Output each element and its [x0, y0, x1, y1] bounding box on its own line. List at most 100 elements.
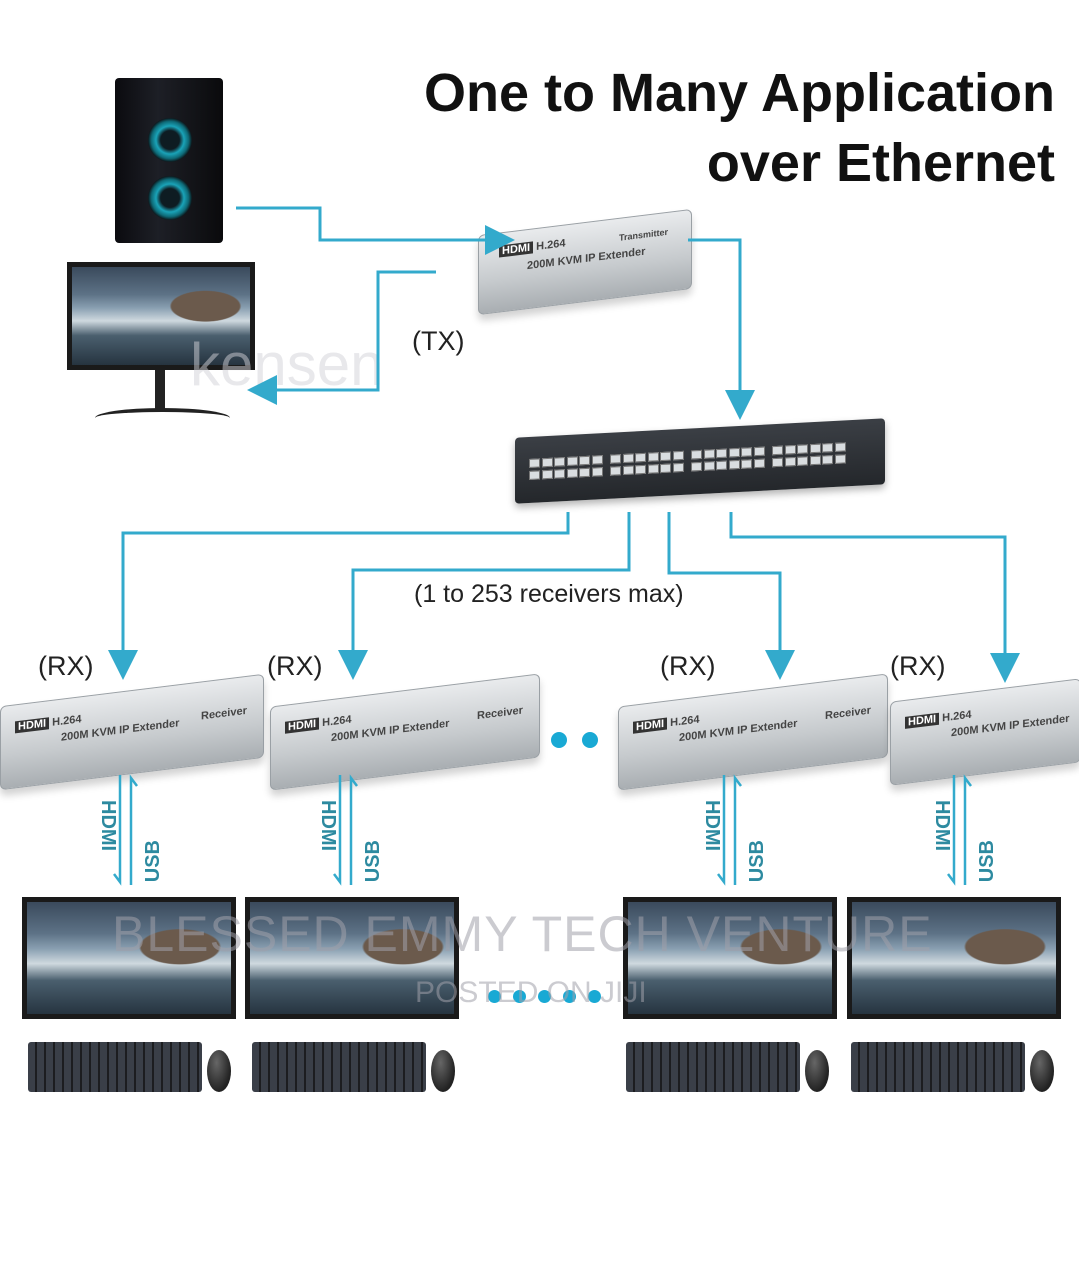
ellipsis-dot [538, 990, 551, 1003]
switch-port [797, 444, 808, 454]
rx-role-label: Receiver [201, 704, 247, 723]
pc-tower [115, 78, 223, 243]
diagram-title: One to Many Application over Ethernet [424, 58, 1055, 198]
hdmi-logo: HDMI [285, 717, 320, 734]
switch-port [566, 456, 578, 466]
switch-port [647, 464, 659, 474]
ellipsis-dot [551, 732, 567, 748]
switch-port [579, 467, 590, 478]
switch-port [579, 455, 590, 466]
receiver-monitor [245, 897, 459, 1019]
switch-port [784, 444, 796, 455]
watermark-main: BLESSED EMMY TECH VENTURE [112, 906, 933, 962]
codec-label: H.264 [670, 713, 700, 730]
mouse-icon [431, 1050, 455, 1092]
switch-port [809, 455, 821, 466]
switch-port [660, 451, 671, 462]
switch-port [647, 452, 659, 462]
hdmi-logo: HDMI [499, 241, 534, 258]
network-switch [515, 418, 885, 504]
pc-to-tx-line [236, 206, 515, 255]
switch-port [529, 470, 540, 480]
rx-label: (RX) [890, 651, 946, 681]
switch-port [660, 463, 671, 474]
switch-port [753, 458, 765, 469]
ellipsis-dot [488, 990, 501, 1003]
switch-port [822, 455, 833, 465]
keyboard-icon [626, 1042, 800, 1092]
usb-vertical-label: USB [746, 840, 768, 883]
switch-port [691, 449, 702, 460]
mouse-icon [1030, 1050, 1054, 1092]
switch-port [622, 465, 634, 476]
receivers-max-label: (1 to 253 receivers max) [414, 580, 684, 608]
watermark-sub: POSTED ON JIJI [415, 976, 647, 1009]
switch-port [797, 456, 808, 466]
ellipsis-dot [513, 990, 526, 1003]
switch-port [672, 462, 684, 473]
source-monitor [67, 262, 255, 370]
switch-port [703, 461, 715, 471]
switch-port [541, 457, 553, 468]
rx-role-label: Receiver [477, 704, 523, 723]
tx-to-switch-line [688, 238, 755, 420]
switch-port [554, 457, 565, 467]
mouse-icon [207, 1050, 231, 1092]
switch-port [703, 449, 715, 459]
usb-vertical-label: USB [976, 840, 998, 883]
pc-fan-icon [148, 176, 192, 220]
switch-port [728, 447, 740, 458]
switch-port [753, 446, 765, 457]
tx-role-label: Transmitter [619, 226, 669, 243]
switch-port [834, 442, 846, 452]
switch-port [716, 460, 727, 471]
monitor-stand [155, 370, 165, 410]
switch-port [809, 443, 821, 454]
switch-port [741, 459, 752, 469]
hdmi-vertical-label: HDMI [97, 800, 119, 852]
receiver-box: HDMI H.264 200M KVM IP Extender Receiver [270, 673, 540, 791]
receiver-monitor [623, 897, 837, 1019]
switch-port [772, 457, 783, 468]
switch-to-rx4-line [729, 512, 1020, 683]
switch-port [541, 469, 553, 480]
codec-label: H.264 [942, 708, 972, 725]
switch-port [741, 447, 752, 457]
hdmi-vertical-label: HDMI [931, 800, 953, 852]
switch-port [772, 445, 783, 456]
hdmi-logo: HDMI [15, 717, 50, 734]
ellipsis-dot [588, 990, 601, 1003]
tx-label: (TX) [412, 326, 465, 356]
switch-port [834, 454, 846, 464]
switch-port [610, 454, 621, 464]
switch-port [635, 452, 646, 463]
keyboard-icon [28, 1042, 202, 1092]
switch-port [822, 443, 833, 453]
monitor-screen [72, 267, 250, 365]
keyboard-icon [851, 1042, 1025, 1092]
switch-port [566, 468, 578, 478]
hdmi-vertical-label: HDMI [317, 800, 339, 852]
pc-fan-icon [148, 118, 192, 162]
switch-port [728, 459, 740, 470]
hdmi-vertical-label: HDMI [701, 800, 723, 852]
switch-port [591, 455, 603, 465]
codec-label: H.264 [322, 713, 352, 730]
usb-vertical-label: USB [142, 840, 164, 883]
ellipsis-dot [563, 990, 576, 1003]
title-line-2: over Ethernet [706, 133, 1055, 193]
switch-to-rx3-line [667, 512, 795, 680]
receiver-monitor [22, 897, 236, 1019]
ellipsis-dot [582, 732, 598, 748]
rx-label: (RX) [267, 651, 323, 681]
mouse-icon [805, 1050, 829, 1092]
switch-port [635, 464, 646, 475]
receiver-box: HDMI H.264 200M KVM IP Extender Receiver [618, 673, 888, 791]
usb-vertical-label: USB [362, 840, 384, 883]
transmitter-box: HDMI H.264 200M KVM IP Extender Transmit… [478, 208, 692, 316]
receiver-box: HDMI H.264 200M KVM IP Extender [890, 678, 1079, 786]
switch-port [784, 456, 796, 467]
rx-label: (RX) [38, 651, 94, 681]
receiver-box: HDMI H.264 200M KVM IP Extender Receiver [0, 673, 264, 791]
brand-watermark: kensen [190, 331, 384, 398]
